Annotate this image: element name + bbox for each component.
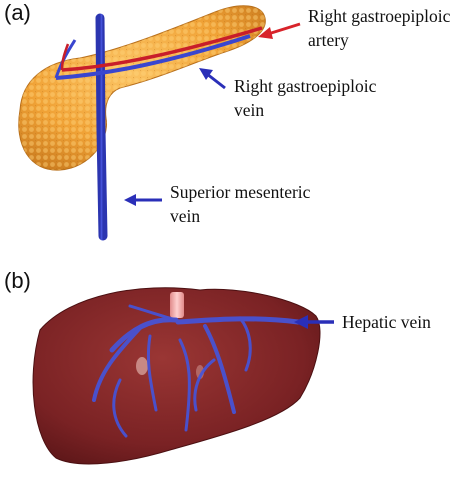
arrow-mesenteric-vein	[124, 194, 162, 206]
label-right-gastroepiploic-vein: Right gastroepiploic vein	[234, 76, 377, 120]
arrow-hepatic-vein	[294, 315, 334, 329]
hepatic-veins	[92, 304, 301, 470]
label-hepatic-vein: Hepatic vein	[342, 312, 431, 332]
panel-label-b: (b)	[4, 268, 31, 293]
arrow-gastroepiploic-vein	[199, 68, 226, 90]
right-gastroepiploic-vein	[55, 34, 251, 80]
label-superior-mesenteric-vein: Superior mesenteric vein	[170, 182, 311, 226]
inferior-vena-cava	[170, 292, 184, 318]
panel-label-a: (a)	[4, 0, 31, 25]
pancreas	[18, 5, 266, 171]
arrow-artery	[258, 22, 301, 39]
right-gastroepiploic-artery	[61, 26, 263, 72]
superior-mesenteric-vein	[95, 13, 108, 241]
label-right-gastroepiploic-artery: Right gastroepiploic artery	[308, 6, 451, 50]
